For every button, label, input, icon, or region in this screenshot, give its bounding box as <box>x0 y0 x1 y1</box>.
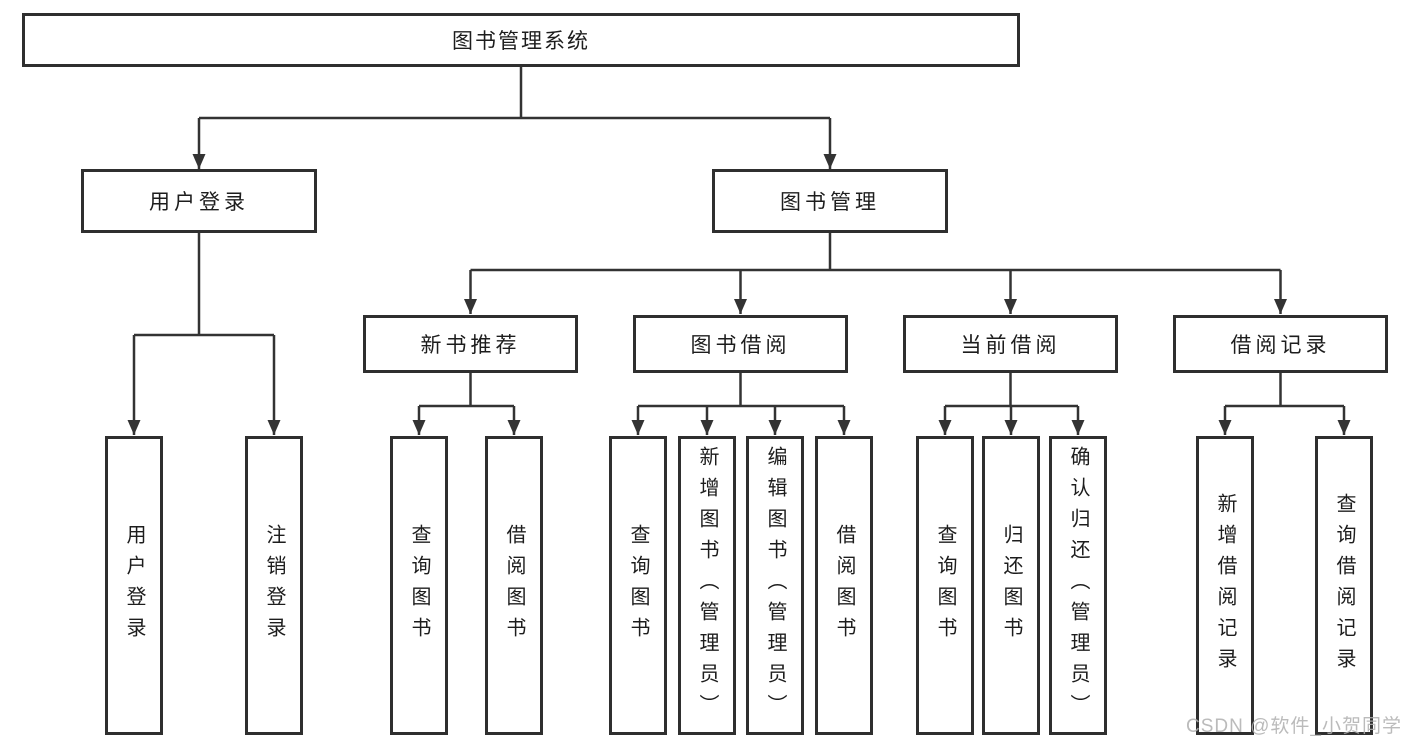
node-book-management-label: 图书管理 <box>780 191 880 214</box>
csdn-watermark: CSDN @软件_小贺同学 <box>1186 716 1402 737</box>
node-borrowing-records: 借阅记录 <box>1173 315 1388 373</box>
current-borrow-children-connector <box>938 373 1085 435</box>
leaf-query-borrow-record-label: 查询借阅记录 <box>1333 492 1355 679</box>
leaf-user-login-label: 用户登录 <box>123 523 145 648</box>
leaf-query-books-rec-label: 查询图书 <box>408 523 430 648</box>
node-book-borrowing: 图书借阅 <box>633 315 848 373</box>
leaf-query-books-current-label: 查询图书 <box>934 523 956 648</box>
node-book-management: 图书管理 <box>712 169 948 233</box>
node-book-borrowing-label: 图书借阅 <box>690 334 791 357</box>
leaf-add-books-admin-label: 新增图书（管理员） <box>696 446 718 725</box>
node-user-login: 用户登录 <box>81 169 317 233</box>
borrow-records-children-connector <box>1218 373 1351 435</box>
node-new-book-recommendation: 新书推荐 <box>363 315 578 373</box>
leaf-query-books-borrow-label: 查询图书 <box>627 523 649 648</box>
node-library-management-system: 图书管理系统 <box>22 13 1020 67</box>
leaf-return-books-label: 归还图书 <box>1000 523 1022 648</box>
node-user-login-label: 用户登录 <box>149 191 249 214</box>
node-current-borrowing: 当前借阅 <box>903 315 1118 373</box>
leaf-return-books: 归还图书 <box>982 436 1040 735</box>
leaf-add-borrow-record-label: 新增借阅记录 <box>1214 492 1236 679</box>
leaf-add-borrow-record: 新增借阅记录 <box>1196 436 1254 735</box>
book-borrow-children-connector <box>631 373 851 435</box>
node-current-borrowing-label: 当前借阅 <box>960 334 1061 357</box>
leaf-edit-books-admin-label: 编辑图书（管理员） <box>764 446 786 725</box>
node-new-book-recommendation-label: 新书推荐 <box>420 334 521 357</box>
node-borrowing-records-label: 借阅记录 <box>1230 334 1331 357</box>
leaf-query-books-rec: 查询图书 <box>390 436 448 735</box>
leaf-query-books-borrow: 查询图书 <box>609 436 667 735</box>
leaf-borrow-books-rec: 借阅图书 <box>485 436 543 735</box>
leaf-borrow-books: 借阅图书 <box>815 436 873 735</box>
leaf-add-books-admin: 新增图书（管理员） <box>678 436 736 735</box>
leaf-user-login: 用户登录 <box>105 436 163 735</box>
node-library-management-system-label: 图书管理系统 <box>452 30 590 53</box>
user-login-children-connector <box>127 233 281 435</box>
book-mgmt-children-connector <box>464 233 1287 314</box>
leaf-edit-books-admin: 编辑图书（管理员） <box>746 436 804 735</box>
leaf-logout: 注销登录 <box>245 436 303 735</box>
leaf-query-books-current: 查询图书 <box>916 436 974 735</box>
leaf-borrow-books-label: 借阅图书 <box>833 523 855 648</box>
leaf-confirm-return-admin-label: 确认归还（管理员） <box>1067 446 1089 725</box>
leaf-logout-label: 注销登录 <box>263 523 285 648</box>
leaf-borrow-books-rec-label: 借阅图书 <box>503 523 525 648</box>
leaf-confirm-return-admin: 确认归还（管理员） <box>1049 436 1107 735</box>
new-book-rec-children-connector <box>412 373 521 435</box>
leaf-query-borrow-record: 查询借阅记录 <box>1315 436 1373 735</box>
root-to-level2-connector <box>192 67 837 169</box>
